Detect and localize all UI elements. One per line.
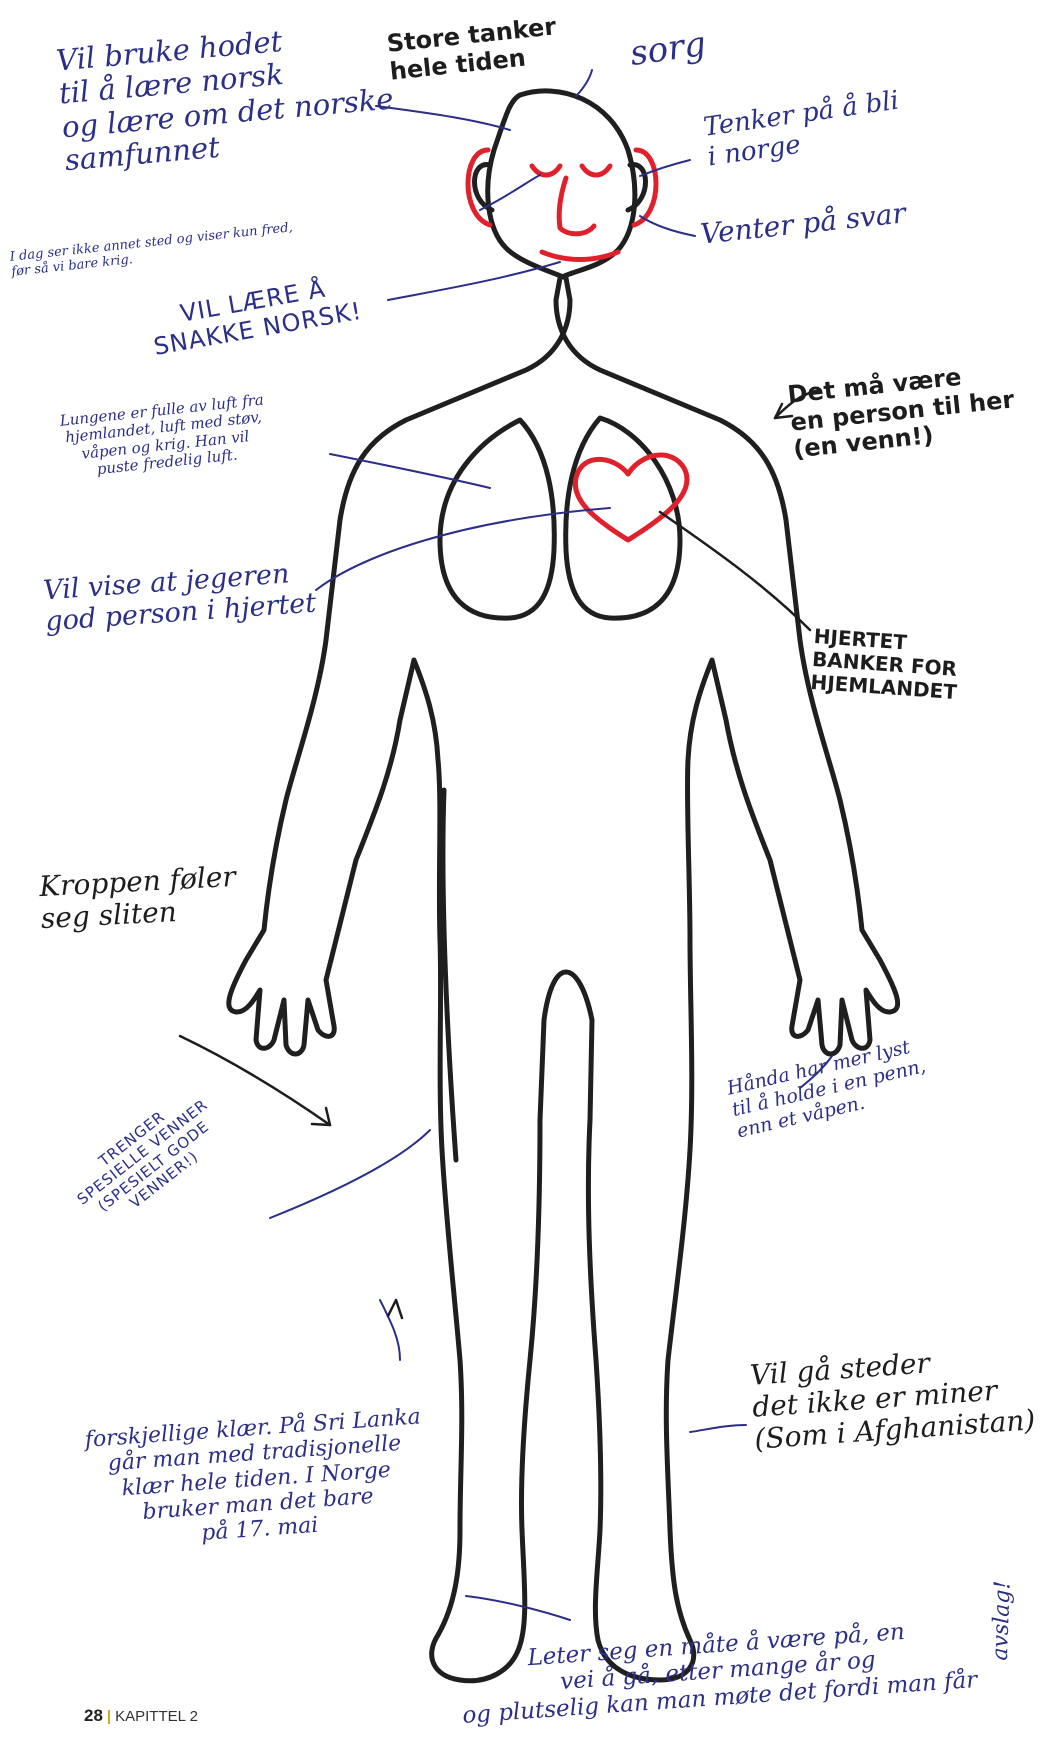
note-vil-ga: Vil gå steder det ikke er miner (Som i A…: [749, 1340, 1036, 1456]
red-features: [468, 150, 687, 540]
page-footer: 28|KAPITTEL 2: [84, 1706, 198, 1726]
note-hjertet: HJERTET BANKER FOR HJEMLANDET: [810, 625, 961, 704]
note-forskjellige: forskjellige klær. På Sri Lanka går man …: [84, 1404, 429, 1554]
eye-right: [582, 166, 610, 175]
heart: [575, 455, 687, 540]
note-kroppen: Kroppen føler seg sliten: [38, 861, 238, 936]
nose: [559, 178, 594, 234]
footer-separator: |: [107, 1708, 111, 1725]
lung-left: [440, 420, 554, 618]
page-number: 28: [84, 1706, 103, 1725]
note-avslag: avslag!: [988, 1580, 1016, 1661]
leg-inner-line: [443, 790, 456, 1160]
mouth: [542, 252, 618, 260]
eye-left: [532, 166, 560, 175]
chapter-label: KAPITTEL 2: [115, 1708, 198, 1725]
